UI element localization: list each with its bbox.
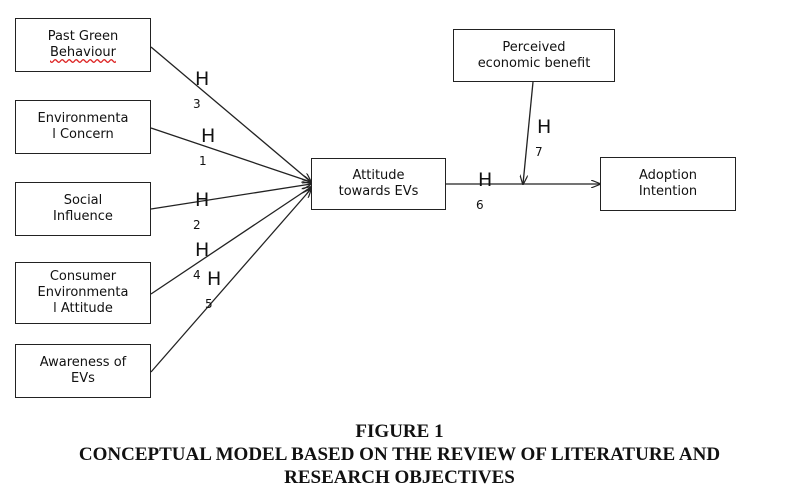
hypothesis-label-h1: H 1 <box>199 125 216 168</box>
hypothesis-label-h6: H 6 <box>476 169 493 212</box>
arrow-past-green-to-attitude <box>150 46 311 182</box>
hypothesis-label-h3: H 3 <box>193 68 210 111</box>
box-text-line: economic benefit <box>477 55 591 71</box>
hypothesis-label-h4: H 4 <box>193 239 210 282</box>
box-attitude-towards-evs: Attitude towards EVs <box>311 158 446 210</box>
box-awareness-of-evs: Awareness of EVs <box>15 344 151 398</box>
box-consumer-environmental-attitude: Consumer Environmenta l Attitude <box>15 262 151 324</box>
box-text-line: Environmenta <box>37 111 129 126</box>
arrow-awareness-to-attitude <box>150 189 311 373</box>
arrow-benefit-to-path <box>523 81 534 184</box>
box-text-line: Environmenta <box>37 285 129 300</box>
box-text-line: l Concern <box>52 127 114 142</box>
box-text-line: Influence <box>53 209 113 224</box>
figure-caption-line: RESEARCH OBJECTIVES <box>284 467 515 488</box>
box-perceived-economic-benefit: Perceived economic benefit <box>453 29 615 82</box>
box-text-line: Perceived <box>502 39 566 55</box>
hypothesis-label-h5: H 5 <box>205 268 222 311</box>
box-environmental-concern: Environmenta l Concern <box>15 100 151 154</box>
arrow-social-to-attitude <box>150 184 311 210</box>
arrow-consumer-attitude-to-attitude <box>150 187 311 295</box>
box-text-line: l Attitude <box>53 301 113 316</box>
arrow-env-concern-to-attitude <box>150 127 311 182</box>
figure-number: FIGURE 1 <box>355 421 444 442</box>
box-text-line: Intention <box>638 184 698 199</box>
box-text-line: Social <box>63 193 103 208</box>
box-adoption-intention: Adoption Intention <box>600 157 736 211</box>
hypothesis-label-h7: H 7 <box>535 116 552 159</box>
box-text-line: Attitude <box>352 168 405 183</box>
box-text-line: Adoption <box>638 168 698 183</box>
box-text-line: Past Green <box>47 29 119 44</box>
box-text-line: Consumer <box>49 269 117 284</box>
box-text-line: Behaviour <box>50 45 116 60</box>
figure-caption-line: CONCEPTUAL MODEL BASED ON THE REVIEW OF … <box>78 444 721 465</box>
box-text-line: towards EVs <box>338 184 419 199</box>
box-social-influence: Social Influence <box>15 182 151 236</box>
hypothesis-label-h2: H 2 <box>193 189 210 232</box>
box-past-green-behaviour: Past Green Behaviour <box>15 18 151 72</box>
box-text-line: Awareness of <box>39 355 127 370</box>
box-text-line: EVs <box>71 371 95 386</box>
